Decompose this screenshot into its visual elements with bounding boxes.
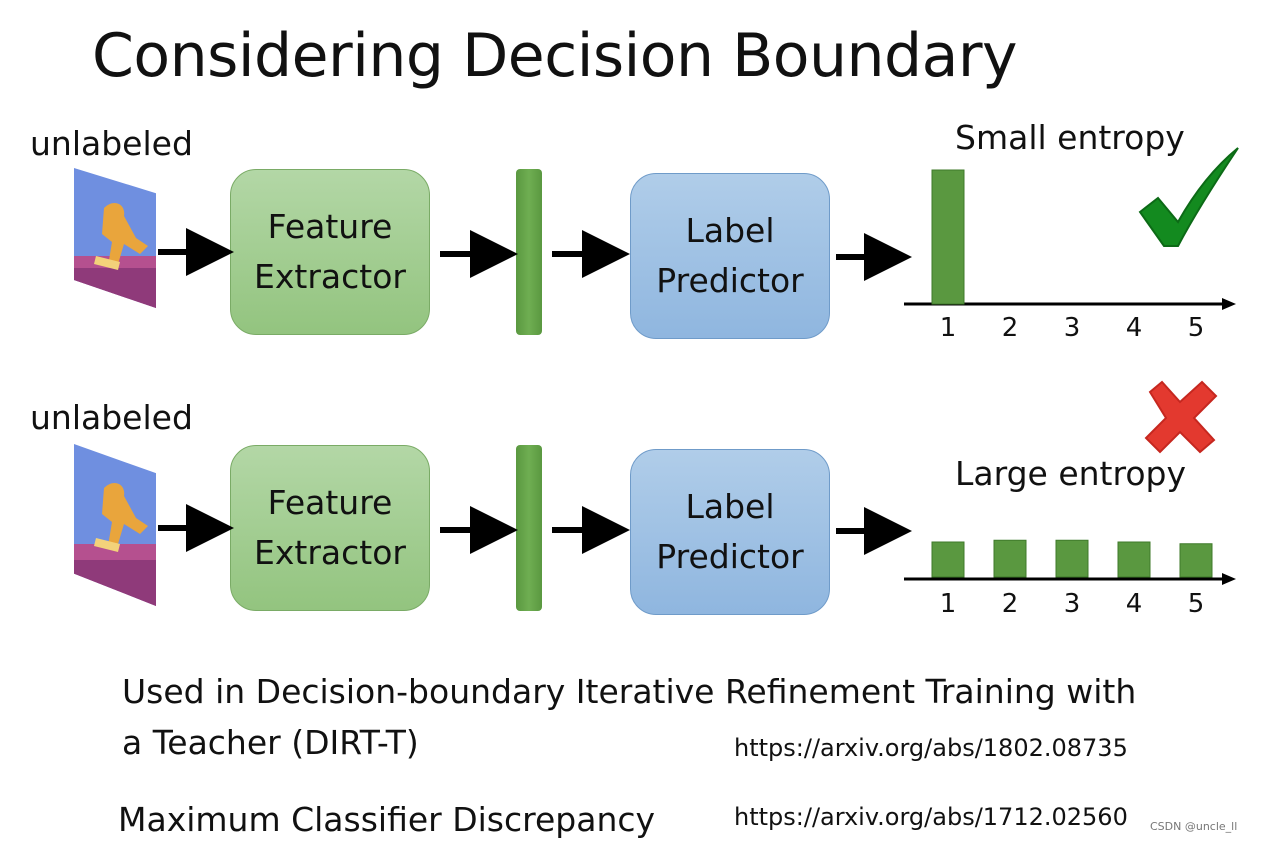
chart-1-tick: 5 [1187, 313, 1205, 343]
feature-extractor-label-line2: Extractor [254, 257, 406, 296]
label-predictor-box-2: Label Predictor [630, 449, 830, 615]
chart-1-bars [931, 169, 965, 305]
input-image-2 [74, 444, 156, 606]
dirt-caption-line1: Used in Decision-boundary Iterative Refi… [122, 672, 1137, 711]
chart-2-tick: 1 [939, 589, 957, 619]
entropy-heading-1: Small entropy [955, 118, 1185, 157]
feature-extractor-box-2: Feature Extractor [230, 445, 430, 611]
chart-1-bar-1 [931, 169, 965, 305]
feature-extractor-box-1: Feature Extractor [230, 169, 430, 335]
chart-2-bar-5 [1179, 543, 1213, 578]
watermark: CSDN @uncle_ll [1150, 820, 1238, 833]
dirt-caption-line2: a Teacher (DIRT-T) [122, 723, 419, 762]
check-icon [1138, 147, 1239, 247]
chart-2-tick: 4 [1125, 589, 1143, 619]
label-predictor-label-line1: Label [685, 487, 775, 526]
chart-2-bar-2 [993, 539, 1027, 578]
chart-2-tick: 5 [1187, 589, 1205, 619]
unlabeled-label-1: unlabeled [30, 124, 193, 163]
label-predictor-label-line2: Predictor [656, 537, 804, 576]
mcd-caption: Maximum Classifier Discrepancy [118, 800, 656, 839]
chart-1-tick: 2 [1001, 313, 1019, 343]
feature-extractor-label-line2: Extractor [254, 533, 406, 572]
feature-extractor-label-line1: Feature [267, 207, 393, 246]
chart-1-tick: 1 [939, 313, 957, 343]
dirt-url-link[interactable]: https://arxiv.org/abs/1802.08735 [734, 734, 1128, 762]
chart-1-tick: 4 [1125, 313, 1143, 343]
unlabeled-label-2: unlabeled [30, 398, 193, 437]
label-predictor-label-line2: Predictor [656, 261, 804, 300]
chart-1-tick: 3 [1063, 313, 1081, 343]
cross-icon [1144, 380, 1218, 454]
slide-title: Considering Decision Boundary [92, 21, 1018, 91]
feature-vector-2 [516, 445, 542, 611]
chart-2-bar-3 [1055, 539, 1089, 578]
chart-2-bars [931, 539, 1213, 578]
chart-2-x-axis [904, 573, 1236, 585]
feature-extractor-label-line1: Feature [267, 483, 393, 522]
label-predictor-box-1: Label Predictor [630, 173, 830, 339]
input-image-2-art [74, 444, 156, 606]
entropy-heading-2: Large entropy [955, 454, 1186, 493]
label-predictor-label-line1: Label [685, 211, 775, 250]
chart-2-tick: 2 [1001, 589, 1019, 619]
mcd-url-link[interactable]: https://arxiv.org/abs/1712.02560 [734, 803, 1128, 831]
chart-2-tick: 3 [1063, 589, 1081, 619]
chart-2-bar-4 [1117, 541, 1151, 578]
chart-2-bar-1 [931, 541, 965, 578]
feature-vector-1 [516, 169, 542, 335]
